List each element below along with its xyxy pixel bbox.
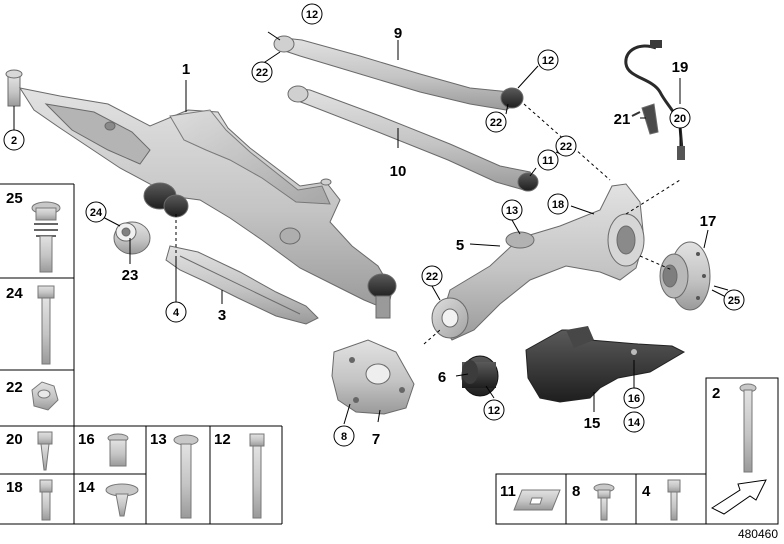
- part-19-wheel-speed-sensor: [624, 40, 685, 160]
- callout-16: 16: [628, 393, 640, 405]
- callout-18: 18: [552, 199, 564, 211]
- hardware-row-labels: 11 8 4 2: [500, 385, 720, 500]
- callout-6: 6: [438, 369, 446, 386]
- part-15-underbody-panel: [525, 326, 686, 403]
- callout-21: 21: [614, 111, 631, 128]
- callout-11: 11: [542, 155, 554, 167]
- row-label-8: 8: [572, 483, 580, 500]
- grid-labels: 25 24 22 20 16 13 12 18 14: [6, 190, 231, 496]
- grid-label-14: 14: [78, 479, 95, 496]
- grid-label-22: 22: [6, 379, 23, 396]
- diagram-number: 480460: [738, 527, 778, 541]
- grid-label-25: 25: [6, 190, 23, 207]
- callout-22-mid: 22: [490, 117, 502, 129]
- callout-24: 24: [90, 207, 103, 219]
- part-7-mount-bracket: [331, 339, 415, 415]
- hardware-grid: [0, 183, 283, 525]
- callout-3: 3: [218, 307, 226, 324]
- callout-7: 7: [372, 431, 380, 448]
- callout-22-lower: 22: [426, 271, 438, 283]
- part-2-bolt: [5, 69, 23, 107]
- hardware-row-parts: [513, 383, 767, 521]
- row-label-11: 11: [500, 483, 516, 500]
- part-6-bushing: [461, 355, 499, 397]
- callout-14: 14: [628, 417, 641, 429]
- part-23-bushing: [113, 221, 151, 255]
- callout-20: 20: [674, 113, 686, 125]
- callout-19: 19: [672, 59, 689, 76]
- callout-10: 10: [390, 163, 407, 180]
- callout-22-left: 22: [256, 67, 268, 79]
- part-1-axle-carrier: [18, 87, 397, 319]
- callout-2: 2: [11, 135, 17, 147]
- row-label-2: 2: [712, 385, 720, 402]
- part-5-wheel-carrier: [431, 183, 645, 341]
- callout-1: 1: [182, 61, 190, 78]
- grid-label-20: 20: [6, 431, 23, 448]
- part-17-wheel-hub: [659, 241, 711, 311]
- part-9-control-arm: [273, 35, 524, 111]
- hardware-row: [495, 377, 779, 525]
- callout-12-right: 12: [542, 55, 554, 67]
- callout-17: 17: [700, 213, 717, 230]
- callout-8: 8: [341, 431, 347, 443]
- callout-9: 9: [394, 25, 402, 42]
- grid-label-24: 24: [6, 285, 23, 302]
- callout-labels: 1 2 3 4 5 6 7 8 9 10 11 12 12 12 13 14 1…: [3, 3, 745, 448]
- part-10-control-arm: [287, 85, 539, 192]
- part-3-bracket: [165, 245, 319, 325]
- callout-23: 23: [122, 267, 139, 284]
- callout-22-right: 22: [560, 141, 572, 153]
- grid-label-13: 13: [150, 431, 167, 448]
- callout-12-bottom: 12: [488, 405, 500, 417]
- callout-25: 25: [728, 295, 740, 307]
- callout-4: 4: [173, 307, 180, 319]
- grid-fasteners: [31, 201, 265, 521]
- grid-label-16: 16: [78, 431, 95, 448]
- callout-13: 13: [506, 205, 518, 217]
- part-21-bracket: [631, 103, 659, 135]
- callout-15: 15: [584, 415, 601, 432]
- callout-5: 5: [456, 237, 464, 254]
- grid-label-12: 12: [214, 431, 231, 448]
- grid-label-18: 18: [6, 479, 23, 496]
- row-label-4: 4: [642, 483, 651, 500]
- callout-12-top: 12: [306, 9, 318, 21]
